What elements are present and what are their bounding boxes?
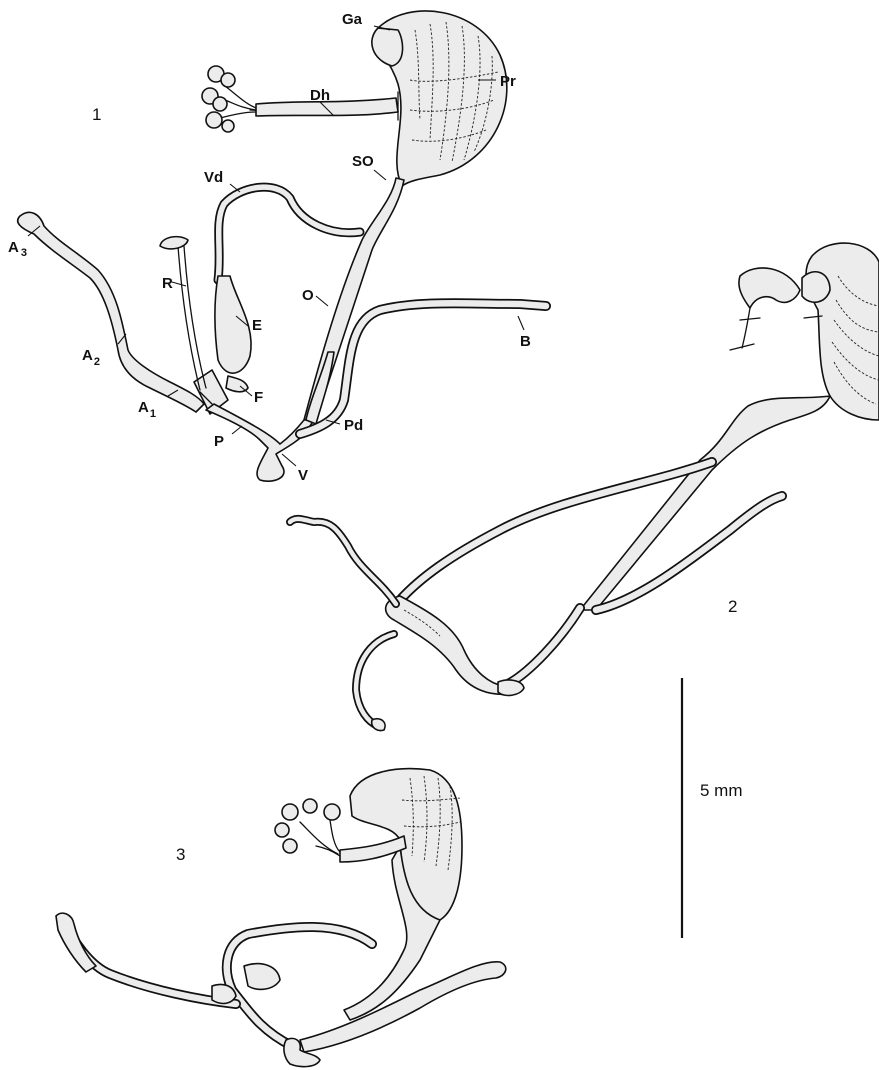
spermoviduct-2 [580, 396, 830, 610]
label-so: SO [352, 153, 374, 170]
label-o: O [302, 287, 314, 304]
albumen-gland-tip [372, 28, 403, 66]
figure-2: 2 [290, 243, 879, 730]
label-pd: Pd [344, 417, 363, 434]
ducts-3 [64, 920, 372, 1046]
label-a1: A1 [138, 399, 156, 420]
label-vd: Vd [204, 169, 223, 186]
atrium-2 [386, 596, 510, 694]
vas-deferens [218, 187, 360, 280]
figure-number-2: 2 [728, 597, 737, 616]
label-f: F [254, 389, 263, 406]
epiphallus-3 [56, 913, 96, 972]
scale-bar-label: 5 mm [700, 781, 743, 800]
label-a2: A2 [82, 347, 100, 368]
figure-number-3: 3 [176, 845, 185, 864]
label-e: E [252, 317, 262, 334]
penial-retractor [160, 237, 206, 390]
label-dh: Dh [310, 87, 330, 104]
label-ga: Ga [342, 11, 363, 28]
label-pr: Pr [500, 73, 516, 90]
scale-bar: 5 mm [682, 678, 743, 938]
penis-appendix-2 [290, 519, 396, 731]
label-v: V [298, 467, 308, 484]
label-b: B [520, 333, 531, 350]
label-r: R [162, 275, 173, 292]
label-p: P [214, 433, 224, 450]
figure-number-1: 1 [92, 105, 101, 124]
figure-3: 3 [56, 769, 506, 1067]
hermaphrodite-duct [202, 66, 398, 132]
